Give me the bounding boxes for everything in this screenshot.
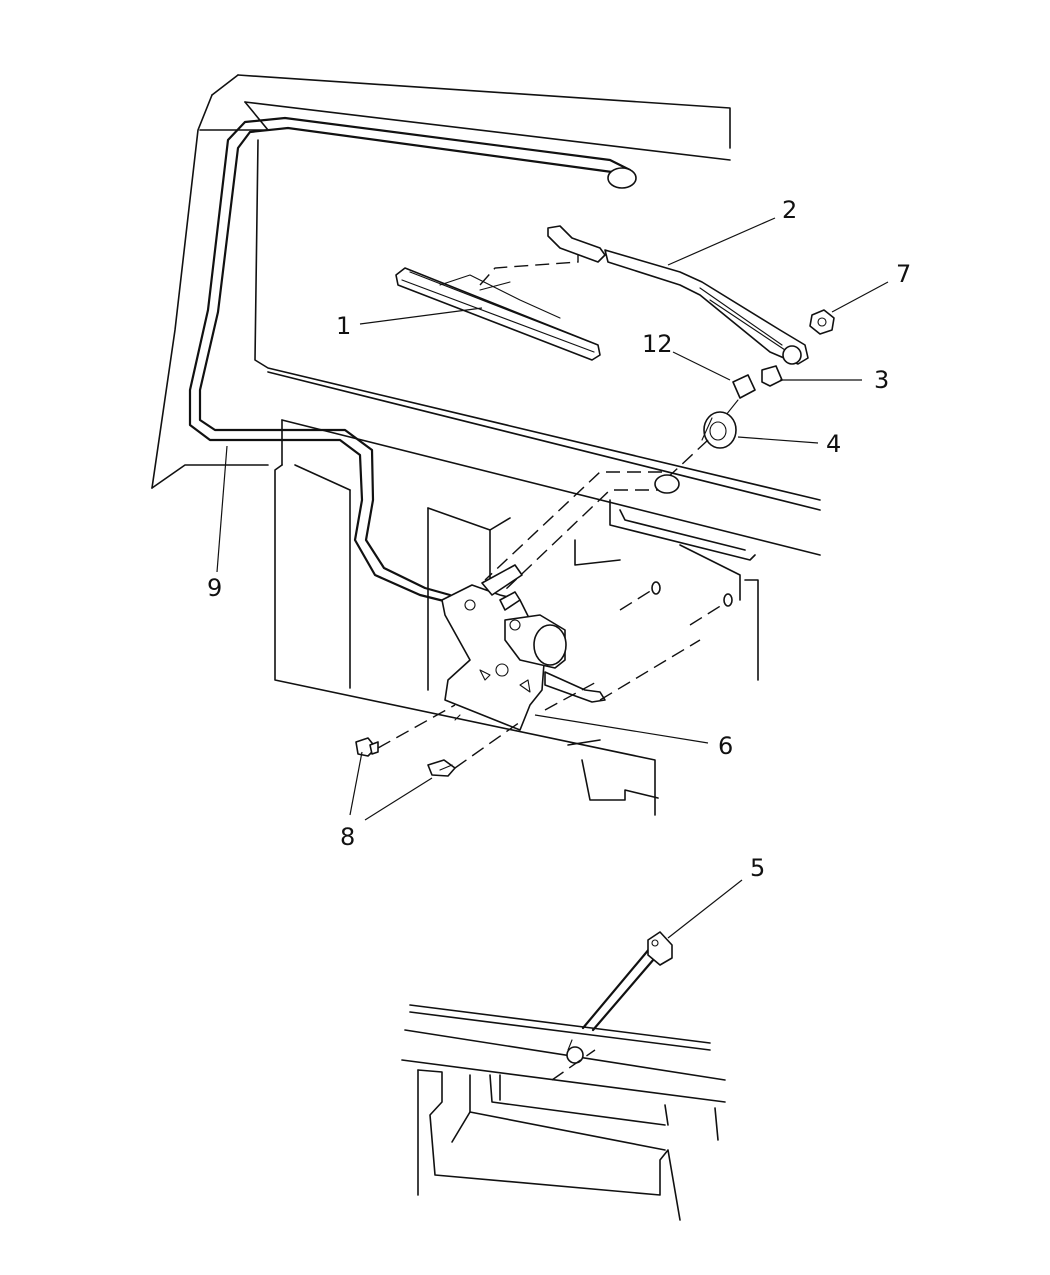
leader-6 [534,714,709,744]
pivot-grommet [701,411,737,449]
callout-5: 5 [750,854,765,882]
leader-8b [364,777,433,821]
callout-6: 6 [718,732,733,760]
liftgate-frame [151,74,821,556]
wiper-arm [547,225,809,365]
lower-panel [401,1004,726,1221]
pivot-shaft-path [484,439,709,591]
wiper-arm-pivot [782,345,802,365]
callout-4: 4 [826,430,841,458]
mounting-bolts [355,704,521,777]
leader-12 [672,351,731,381]
leader-lines [216,217,889,939]
callout-3: 3 [874,366,889,394]
leader-1 [359,307,483,325]
wiper-blade [395,244,601,361]
callout-1: 1 [336,312,351,340]
pivot-spacer [721,365,783,421]
leader-7 [831,281,889,313]
callout-7: 7 [896,260,911,288]
wiper-motor [441,564,733,731]
callout-9: 9 [207,574,222,602]
arm-nut [809,309,835,335]
washer-hose [188,116,637,604]
leader-8a [349,751,363,816]
leader-5 [667,879,743,939]
callout-2: 2 [782,196,797,224]
callout-12: 12 [642,330,673,358]
callout-labels: 1 2 3 4 5 6 7 8 9 12 [207,196,911,882]
leader-2 [667,217,776,266]
hose-nozzle-end [607,167,637,189]
callout-8: 8 [340,823,355,851]
liftgate-inner-panel [274,464,759,816]
leader-4 [737,436,819,444]
washer-nozzle [581,931,673,1032]
leader-9 [216,445,228,573]
